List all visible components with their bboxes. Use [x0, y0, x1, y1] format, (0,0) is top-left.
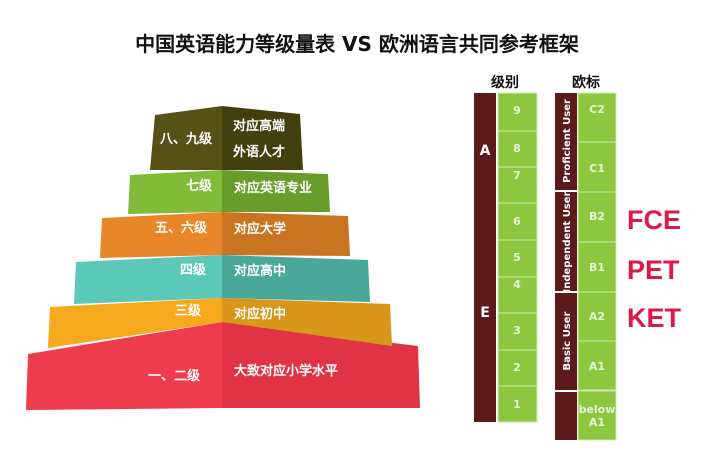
tier-right-face: [222, 106, 303, 170]
level-cell-7: [497, 166, 538, 204]
level-cell-3: [497, 312, 538, 351]
cefr-cell-b1: [577, 241, 617, 293]
pyramid-tier-5-6: 五、六级 对应大学: [100, 212, 350, 258]
cefr-cell-a2: [577, 291, 617, 342]
cefr-level: A1: [589, 360, 605, 373]
band-bar: [474, 93, 496, 422]
exam-labels: FCE PET KET: [627, 205, 682, 333]
tier-level: 四级: [180, 262, 207, 278]
group-bar-independent: [555, 192, 577, 291]
tier-desc: 对应初中: [234, 306, 286, 322]
pyramid-tier-3: 三级 对应初中: [48, 298, 392, 348]
cefr-level: C1: [589, 162, 605, 175]
level-cell-9: [497, 92, 538, 132]
group-bar-basic: [555, 293, 577, 390]
exam-fce: FCE: [627, 205, 681, 235]
tier-right-face: [222, 170, 330, 212]
tier-left-face: [26, 322, 222, 410]
exam-pet: PET: [627, 255, 680, 285]
tier-level: 一、二级: [148, 368, 201, 384]
group-bar-blank: [555, 392, 577, 440]
level-number: 5: [513, 251, 521, 264]
group-label-proficient: Proficient User: [562, 99, 573, 183]
tier-level: 七级: [186, 178, 213, 194]
tier-desc: 对应英语专业: [234, 180, 312, 196]
china-scale-header: 级别: [491, 74, 519, 91]
level-number: 4: [513, 278, 521, 291]
group-label-independent: Independent User: [562, 191, 573, 292]
cefr-level: B1: [589, 261, 605, 274]
china-scale: 级别 A E 9 8 7 6 5 4 3 2 1: [474, 74, 538, 423]
tier-right-face: [222, 322, 420, 408]
band-label-e: E: [480, 305, 490, 321]
tier-desc: 大致对应小学水平: [234, 363, 338, 379]
tier-left-face: [100, 212, 222, 258]
tier-desc: 对应高中: [234, 263, 286, 279]
level-number: 7: [513, 169, 521, 182]
level-cell-4: [497, 276, 538, 314]
cefr-below-level: A1: [589, 416, 605, 429]
cefr-level: B2: [589, 210, 605, 223]
tier-desc: 对应大学: [234, 221, 286, 237]
level-cell-1: [497, 385, 538, 423]
tier-level: 三级: [175, 303, 202, 319]
group-label-basic: Basic User: [562, 311, 573, 370]
exam-ket: KET: [627, 303, 682, 333]
tier-desc-line2: 外语人才: [232, 144, 285, 160]
cefr-cell-b2: [577, 191, 617, 243]
tier-level: 八、九级: [159, 131, 213, 147]
tier-right-face: [222, 212, 350, 256]
pyramid-tier-4: 四级 对应高中: [74, 255, 370, 304]
level-number: 3: [513, 324, 521, 337]
level-cell-5: [497, 239, 538, 278]
pyramid-tier-8-9: 八、九级 对应高端 外语人才: [150, 106, 303, 170]
cefr-cell-below-a1: [577, 390, 617, 441]
tier-level: 五、六级: [155, 220, 208, 236]
pyramid-tier-1-2: 一、二级 大致对应小学水平: [26, 322, 420, 410]
level-number: 2: [513, 361, 521, 374]
cefr-header: 欧标: [572, 74, 600, 91]
tier-left-face: [128, 170, 222, 214]
pyramid: 一、二级 大致对应小学水平 三级 对应初中 四级 对应高中 五、六级 对应大学: [26, 106, 420, 410]
cefr-level: C2: [589, 103, 605, 116]
cefr-level: A2: [589, 310, 605, 323]
band-label-a: A: [480, 143, 491, 159]
group-bar-proficient: [555, 93, 577, 190]
tier-right-face: [222, 255, 370, 302]
cefr-cell-c2: [577, 92, 617, 143]
tier-right-face: [222, 298, 392, 346]
level-cell-2: [497, 349, 538, 387]
tier-left-face: [48, 298, 222, 348]
tier-left-face: [150, 106, 222, 170]
page-title: 中国英语能力等级量表 VS 欧洲语言共同参考框架: [135, 32, 579, 56]
cefr-cell-a1: [577, 340, 617, 391]
level-cell-8: [497, 130, 538, 168]
cefr-scale: 欧标 Proficient User Independent User Basi…: [555, 74, 617, 441]
level-number: 8: [513, 142, 521, 155]
tier-desc-line1: 对应高端: [233, 118, 285, 134]
level-number: 1: [513, 398, 521, 411]
tier-left-face: [74, 255, 222, 304]
pyramid-tier-7: 七级 对应英语专业: [128, 170, 330, 214]
level-number: 6: [513, 215, 521, 228]
cefr-below-label: below: [579, 403, 616, 416]
level-number: 9: [513, 104, 521, 117]
